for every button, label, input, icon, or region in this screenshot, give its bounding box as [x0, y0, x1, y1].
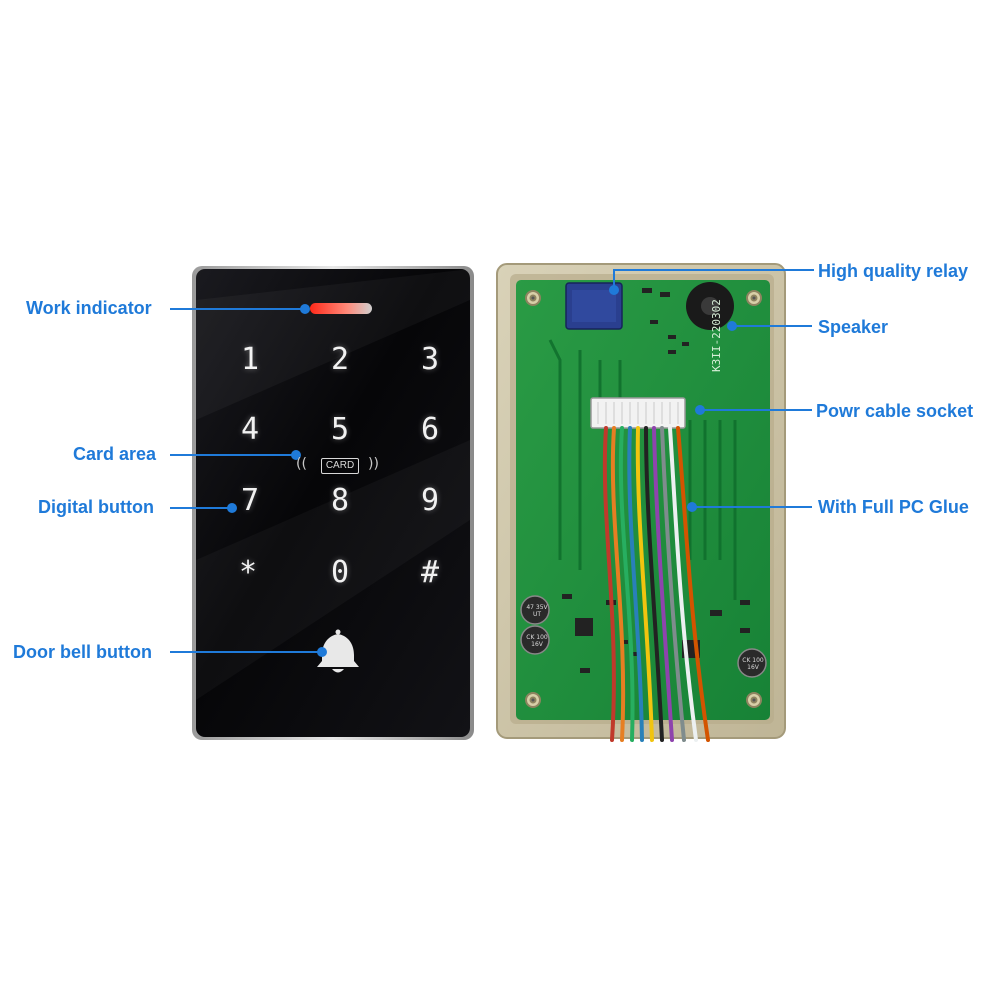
- key-7[interactable]: 7: [240, 483, 260, 518]
- bell-icon: [317, 629, 359, 673]
- key-5[interactable]: 5: [330, 412, 350, 447]
- key-star[interactable]: *: [238, 555, 258, 590]
- label-high-quality-relay: High quality relay: [818, 261, 969, 281]
- key-2[interactable]: 2: [330, 342, 350, 377]
- rfid-wave-left-icon: ((: [296, 456, 307, 472]
- key-9[interactable]: 9: [420, 483, 440, 518]
- work-indicator-led: [310, 303, 372, 314]
- key-hash[interactable]: #: [420, 555, 440, 590]
- key-3[interactable]: 3: [420, 342, 440, 377]
- key-8[interactable]: 8: [330, 483, 350, 518]
- key-6[interactable]: 6: [420, 412, 440, 447]
- label-speaker: Speaker: [818, 317, 889, 337]
- back-housing: [496, 263, 786, 742]
- label-power-cable-socket: Powr cable socket: [816, 401, 974, 421]
- callout-lines: [170, 269, 814, 657]
- rfid-wave-right-icon: )): [368, 456, 379, 472]
- label-full-pc-glue: With Full PC Glue: [818, 497, 969, 517]
- key-4[interactable]: 4: [240, 412, 260, 447]
- label-work-indicator: Work indicator: [26, 298, 152, 318]
- capacitors: [520, 595, 767, 678]
- capacitor-label-1: 47 35V UT: [526, 604, 548, 618]
- capacitor-label-3: CK 100 16V: [742, 657, 764, 671]
- label-door-bell-button: Door bell button: [13, 642, 152, 662]
- key-1[interactable]: 1: [240, 342, 260, 377]
- front-panel: [192, 266, 474, 740]
- pcb-board-code: K3II-220302: [710, 299, 723, 372]
- wire-bundle: [602, 426, 710, 742]
- card-area-label: CARD: [321, 458, 359, 474]
- key-0[interactable]: 0: [330, 555, 350, 590]
- label-card-area: Card area: [73, 444, 157, 464]
- capacitor-label-2: CK 100 16V: [526, 634, 548, 648]
- label-digital-button: Digital button: [38, 497, 154, 517]
